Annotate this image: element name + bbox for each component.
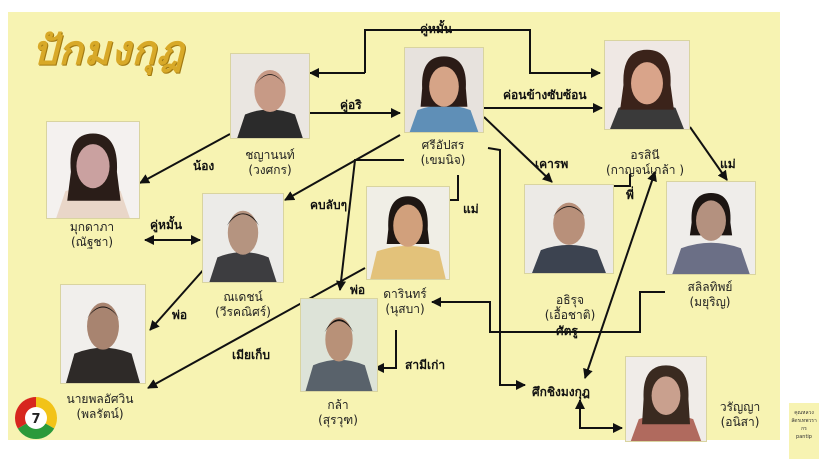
line-father-1: [336, 159, 404, 291]
name-darin: ดารินทร์ (นุสบา): [360, 287, 450, 317]
sriapsorn-actor: (เขมนิจ): [420, 153, 466, 167]
kla-role: กล้า: [327, 398, 349, 412]
mukdapa-role: มุกดาภา: [69, 220, 115, 234]
nadech-role: ณเดชน์: [223, 290, 263, 304]
label-enemy: ศัตรู: [556, 324, 578, 338]
label-quite-complex: ค่อนข้างซับซ้อน: [503, 88, 587, 102]
photo-mukdapa: [46, 121, 140, 219]
sriapsorn-role: ศรีอัปสร: [421, 138, 465, 152]
chayanon-actor: (วงศกร): [248, 163, 292, 177]
name-mukdapa: มุกดาภา (ณัฐชา): [52, 220, 132, 250]
photo-kla: [300, 298, 378, 392]
name-nai-phon: นายพลอัศวิน (พลรัตน์): [48, 392, 152, 422]
line-secret-affair: [284, 134, 401, 201]
label-older-sibling: พี่: [626, 188, 634, 202]
name-nadech: ณเดชน์ (วีรคณิศร์): [202, 290, 284, 320]
athirut-role: อธิรุจ: [555, 293, 584, 307]
name-sriapsorn: ศรีอัปสร (เขมนิจ): [403, 138, 483, 168]
label-minor-wife: เมียเก็บ: [232, 348, 271, 362]
credit-line-2: ลัดรเทพวรากร: [791, 418, 817, 432]
photo-wanya: [625, 356, 707, 442]
darin-role: ดารินทร์: [383, 287, 427, 301]
photo-orasin: [604, 40, 690, 130]
label-respect: เคารพ: [535, 157, 569, 171]
svg-text:7: 7: [31, 412, 40, 427]
salin-actor: (มยุริญ): [689, 295, 731, 309]
label-fiance-left: คู่หมั้น: [150, 218, 183, 232]
line-sister: [139, 133, 231, 184]
salin-role: สลิลทิพย์: [687, 280, 733, 294]
photo-athirut: [524, 184, 614, 274]
credit-line-3: pantip: [796, 434, 812, 440]
athirut-actor: (เอื้อชาติ): [544, 308, 596, 322]
photo-nadech: [202, 193, 284, 283]
label-ex-husband: สามีเก่า: [405, 358, 446, 372]
photo-chayanon: [230, 53, 310, 139]
label-rival: คู่อริ: [340, 98, 362, 112]
label-sister: น้อง: [193, 159, 215, 173]
channel-7-logo: 7: [14, 397, 58, 440]
line-enemy: [431, 297, 628, 333]
label-mother-2: แม่: [463, 202, 479, 216]
name-salin: สลิลทิพย์ (มยุริญ): [665, 280, 755, 310]
credit-line-1: คุณหลวง: [794, 410, 814, 416]
orasin-role: อรสินี: [630, 148, 660, 162]
photo-nai-phon: [60, 284, 146, 384]
line-crown-battle: [487, 147, 526, 390]
line-mother-1: [689, 126, 728, 181]
kla-actor: (สุรวุฑ): [318, 413, 358, 427]
label-crown-battle: ศึกชิงมงกุฎ: [532, 385, 590, 399]
line-father-2: [149, 267, 206, 331]
wanya-role: วรัญญา: [719, 400, 761, 414]
drama-title-logo: ปักมงกุฎ: [32, 27, 185, 74]
photo-salin: [666, 181, 756, 275]
label-fiance-top: คู่หมั้น: [420, 22, 453, 36]
line-minor-wife: [147, 267, 366, 389]
photo-darin: [366, 186, 450, 280]
orasin-actor: (กาญจน์เกล้า ): [605, 163, 685, 177]
darin-actor: (นุสบา): [385, 302, 425, 316]
nai-phon-role: นายพลอัศวิน: [66, 392, 134, 406]
line-respect: [483, 116, 553, 183]
name-orasin: อรสินี (กาญจน์เกล้า ): [595, 148, 695, 178]
credit-watermark: คุณหลวง ลัดรเทพวรากร pantip: [789, 403, 819, 459]
nadech-actor: (วีรคณิศร์): [215, 305, 271, 319]
label-secret-affair: คบลับๆ: [310, 198, 348, 212]
name-wanya: วรัญญา (อนิสา): [708, 400, 772, 430]
chayanon-role: ชญานนท์: [245, 148, 295, 162]
line-ex-husband: [374, 330, 397, 373]
label-father-2: พ่อ: [172, 308, 188, 322]
photo-sriapsorn: [404, 47, 484, 133]
label-father-1: พ่อ: [350, 283, 366, 297]
mukdapa-actor: (ณัฐชา): [71, 235, 113, 249]
name-athirut: อธิรุจ (เอื้อชาติ): [528, 293, 612, 323]
name-chayanon: ชญานนท์ (วงศกร): [230, 148, 310, 178]
nai-phon-actor: (พลรัตน์): [76, 407, 124, 421]
name-kla: กล้า (สุรวุฑ): [298, 398, 378, 428]
wanya-actor: (อนิสา): [720, 415, 760, 429]
label-mother-1: แม่: [720, 157, 736, 171]
